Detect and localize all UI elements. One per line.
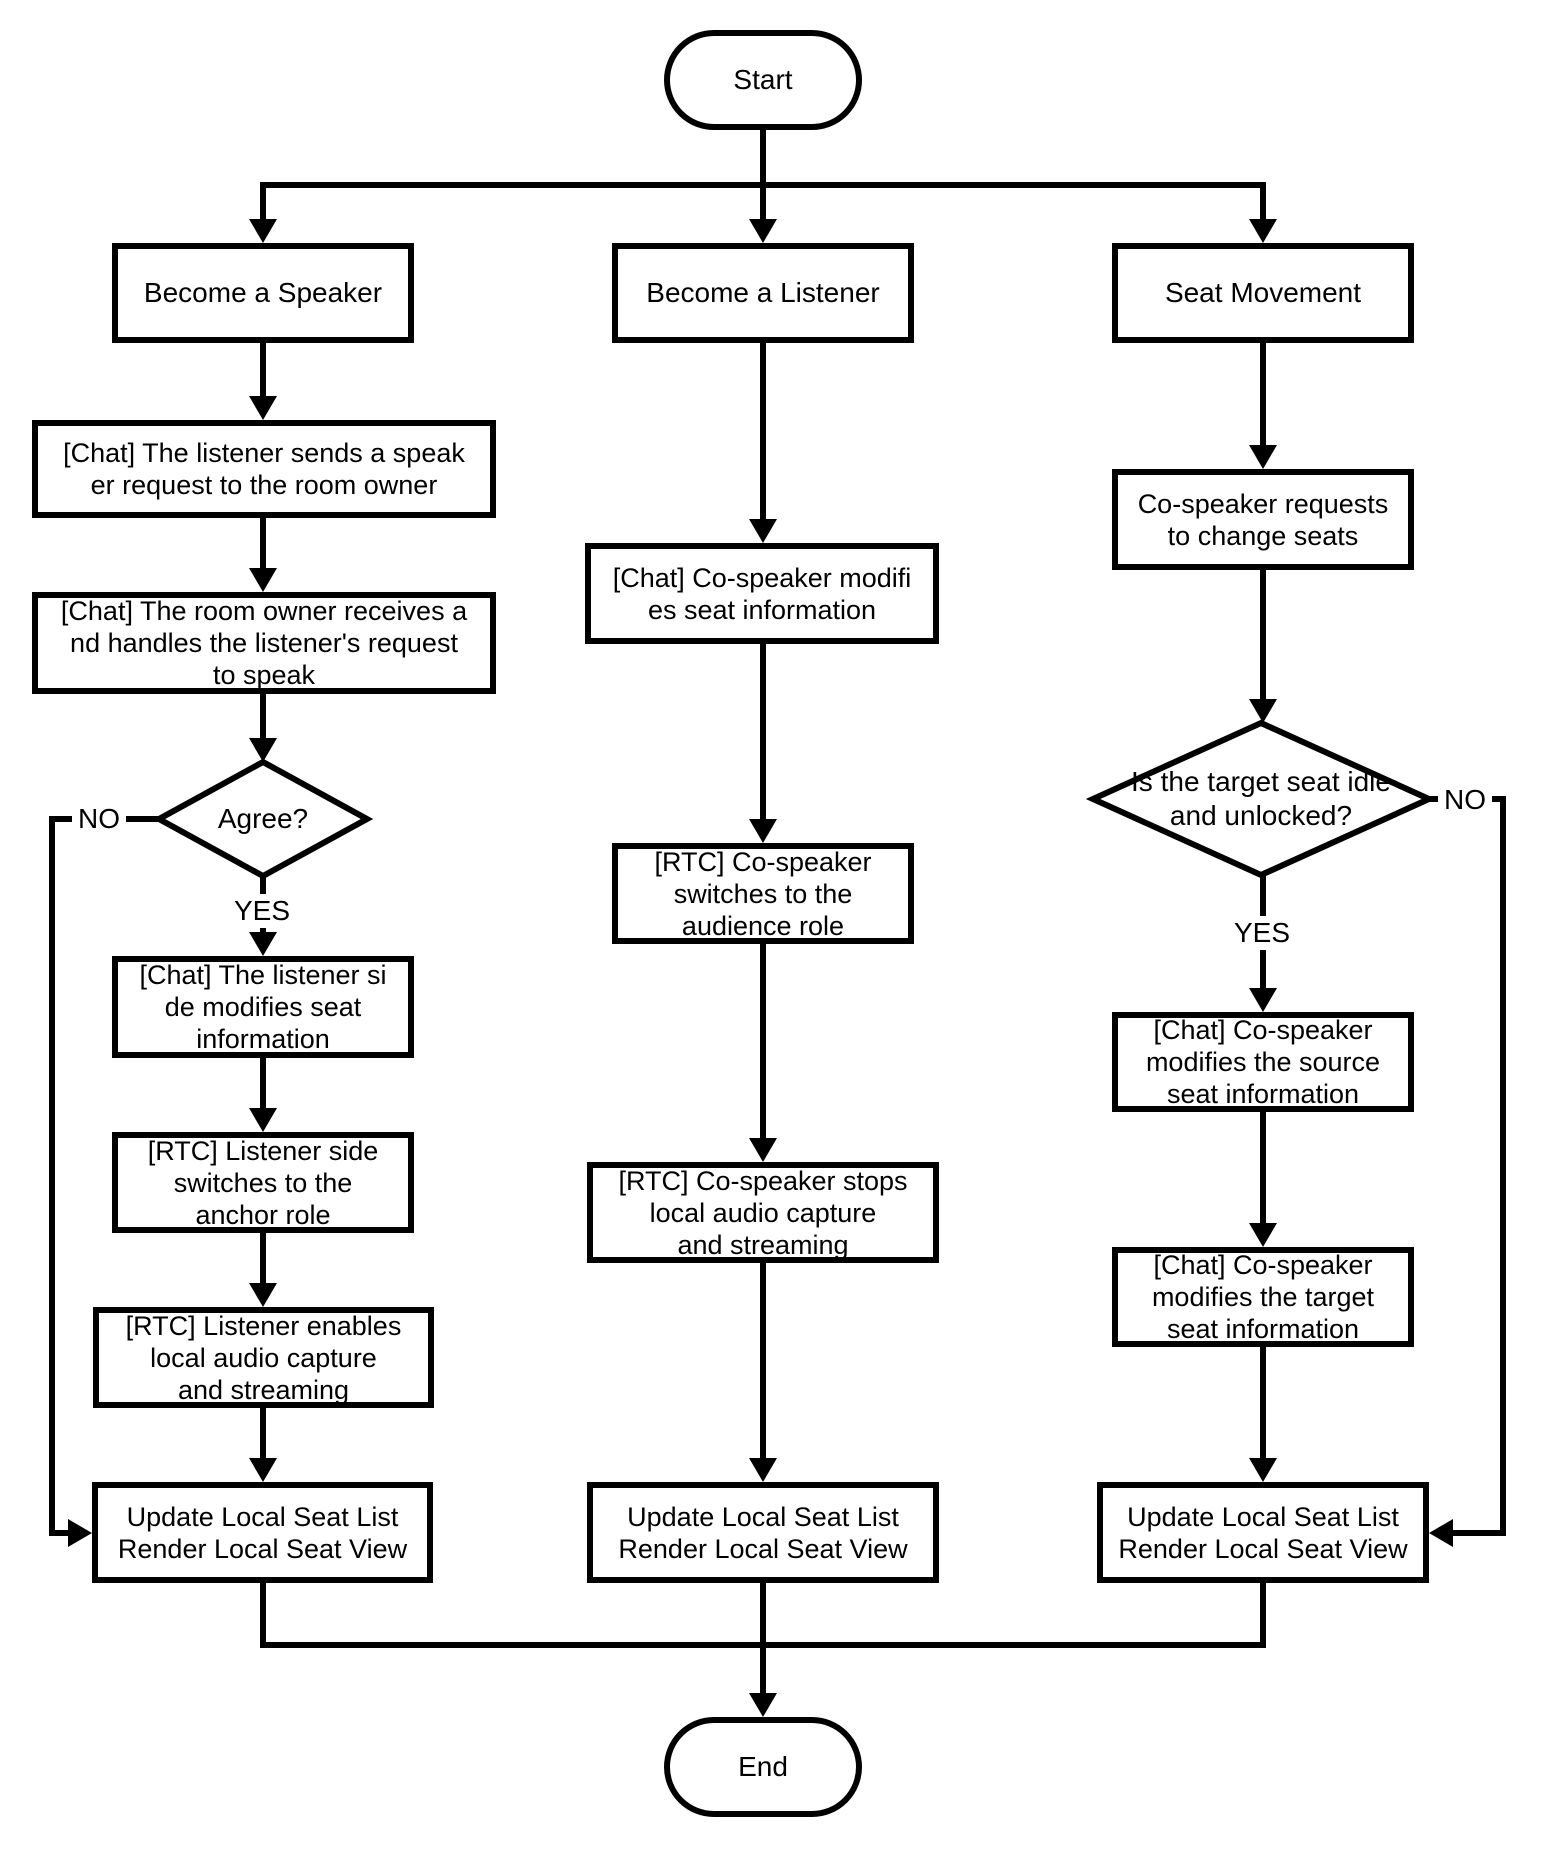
arrow-speaker-3 bbox=[249, 738, 277, 762]
agree-no-label: NO bbox=[72, 802, 126, 836]
agree-yes-label: YES bbox=[228, 894, 297, 928]
chat-modifies-seat-box: [Chat] Co-speaker modifi es seat informa… bbox=[585, 543, 939, 644]
edge-speaker-4 bbox=[260, 1058, 266, 1108]
become-listener-header: Become a Listener bbox=[612, 243, 914, 343]
rtc-enable-audio-box: [RTC] Listener enables local audio captu… bbox=[93, 1307, 434, 1408]
request-change-box: Co-speaker requests to change seats bbox=[1112, 469, 1414, 570]
arrow-seat-yes bbox=[1249, 988, 1277, 1012]
arrow-speaker-1 bbox=[249, 396, 277, 420]
arrow-seat-2 bbox=[1249, 699, 1277, 723]
arrow-into-listener-header bbox=[749, 219, 777, 243]
chat-modify-target-box: [Chat] Co-speaker modifies the target se… bbox=[1112, 1247, 1414, 1347]
edge-seat-out bbox=[1260, 1583, 1266, 1648]
end-node: End bbox=[664, 1717, 862, 1817]
update-seat-box-right: Update Local Seat List Render Local Seat… bbox=[1097, 1482, 1429, 1583]
agree-decision-diamond bbox=[152, 758, 374, 880]
edge-listener-1 bbox=[760, 343, 766, 519]
arrow-listener-3 bbox=[749, 1138, 777, 1162]
edge-listener-2 bbox=[760, 644, 766, 819]
arrow-listener-4 bbox=[749, 1458, 777, 1482]
edge-speaker-out bbox=[260, 1583, 266, 1648]
edge-speaker-3 bbox=[260, 694, 266, 738]
chat-listener-modifies-box: [Chat] The listener si de modifies seat … bbox=[112, 956, 414, 1058]
arrow-speaker-4 bbox=[249, 1108, 277, 1132]
arrow-speaker-6 bbox=[249, 1458, 277, 1482]
edge-seat-no-v bbox=[1500, 796, 1506, 1536]
become-speaker-header: Become a Speaker bbox=[112, 243, 414, 343]
chat-modify-source-box: [Chat] Co-speaker modifies the source se… bbox=[1112, 1012, 1414, 1112]
edge-branch-rail bbox=[260, 182, 1266, 188]
edge-speaker-5 bbox=[260, 1233, 266, 1283]
edge-seat-1 bbox=[1260, 343, 1266, 445]
edge-speaker-2 bbox=[260, 518, 266, 568]
edge-seat-3 bbox=[1260, 1112, 1266, 1223]
arrow-seat-4 bbox=[1249, 1458, 1277, 1482]
seat-movement-header: Seat Movement bbox=[1112, 243, 1414, 343]
update-seat-box-middle: Update Local Seat List Render Local Seat… bbox=[587, 1482, 939, 1583]
edge-speaker-1 bbox=[260, 343, 266, 396]
rtc-switch-anchor-box: [RTC] Listener side switches to the anch… bbox=[112, 1132, 414, 1233]
agree-decision-label: Agree? bbox=[217, 803, 309, 834]
arrow-seat-no bbox=[1429, 1519, 1453, 1547]
edge-branch-right bbox=[1260, 182, 1266, 219]
seat-idle-decision-diamond bbox=[1085, 719, 1437, 879]
chat-owner-handles-box: [Chat] The room owner receives a nd hand… bbox=[32, 592, 496, 694]
edge-start-down bbox=[760, 130, 766, 219]
edge-listener-3 bbox=[760, 944, 766, 1138]
edge-listener-4 bbox=[760, 1263, 766, 1458]
arrow-listener-2 bbox=[749, 819, 777, 843]
update-seat-box-left: Update Local Seat List Render Local Seat… bbox=[92, 1482, 433, 1583]
edge-branch-left bbox=[260, 182, 266, 219]
edge-seat-4 bbox=[1260, 1347, 1266, 1458]
edge-seat-no-h2 bbox=[1452, 1530, 1506, 1536]
chat-listener-sends-box: [Chat] The listener sends a speak er req… bbox=[32, 420, 496, 518]
edge-agree-no-h2 bbox=[49, 1530, 74, 1536]
seat-no-label: NO bbox=[1438, 783, 1492, 817]
rtc-switch-audience-box: [RTC] Co-speaker switches to the audienc… bbox=[612, 843, 914, 944]
arrow-into-speaker-header bbox=[249, 219, 277, 243]
seat-yes-label: YES bbox=[1228, 916, 1297, 950]
arrow-speaker-5 bbox=[249, 1283, 277, 1307]
seat-idle-decision-label: Is the target seat idle and unlocked? bbox=[1131, 766, 1391, 831]
arrow-seat-1 bbox=[1249, 445, 1277, 469]
arrow-speaker-2 bbox=[249, 568, 277, 592]
edge-seat-2 bbox=[1260, 570, 1266, 699]
arrow-seat-3 bbox=[1249, 1223, 1277, 1247]
arrow-agree-yes bbox=[249, 932, 277, 956]
edge-agree-no-v bbox=[49, 816, 55, 1536]
edge-speaker-6 bbox=[260, 1408, 266, 1458]
arrow-into-seat-header bbox=[1249, 219, 1277, 243]
arrow-agree-no bbox=[68, 1519, 92, 1547]
edge-to-end bbox=[760, 1583, 766, 1693]
rtc-stop-audio-box: [RTC] Co-speaker stops local audio captu… bbox=[587, 1162, 939, 1263]
arrow-listener-1 bbox=[749, 519, 777, 543]
arrow-into-end bbox=[749, 1693, 777, 1717]
start-node: Start bbox=[664, 30, 862, 130]
